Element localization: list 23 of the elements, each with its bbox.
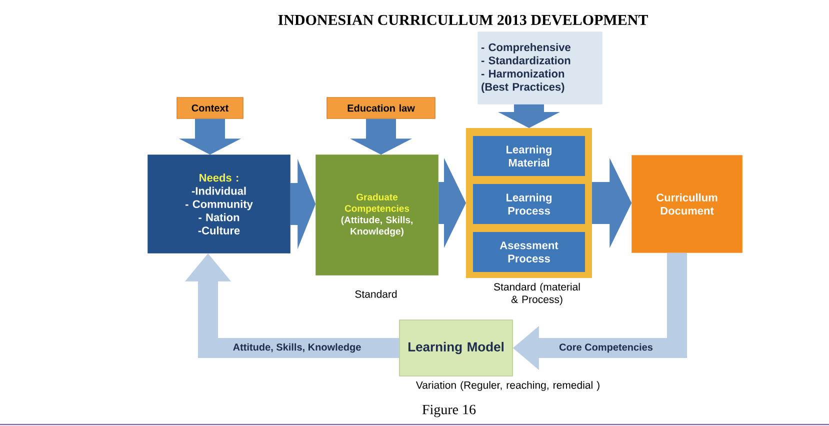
block-arrow [498, 104, 560, 128]
block-arrow [179, 118, 241, 155]
edge-label: Attitude, Skills, Knowledge [232, 342, 362, 354]
block-arrow [438, 158, 466, 248]
figure-caption: Figure 16 [422, 404, 476, 418]
needs-box: Needs : -Individual - Community - Nation -Culture [148, 154, 290, 254]
block-arrow [350, 118, 412, 155]
practices-box: - Comprehensive - Standardization - Harmonization (Best Practices) [478, 32, 602, 104]
caption-text: Standard (material & Process) [494, 282, 580, 306]
edge-label: Core Competencies [558, 342, 654, 354]
caption-text: Variation (Reguler, reaching, remedial ) [416, 381, 600, 391]
assessment-box: Asessment Process [471, 230, 587, 274]
material-box: Learning Material [471, 134, 587, 178]
document-box: Curricullum Document [632, 155, 742, 253]
law-box: Education law [326, 97, 436, 119]
caption-text: Standard [355, 290, 397, 298]
block-arrow [290, 159, 316, 249]
title: INDONESIAN CURRICULLUM 2013 DEVELOPMENT [278, 14, 648, 26]
block-arrow [592, 158, 632, 248]
context-box: Context [176, 97, 244, 119]
model-box: Learning Model [399, 320, 513, 376]
competencies-box: Graduate Competencies (Attitude, Skills, Knowledge) [316, 154, 438, 276]
process-box: Learning Process [471, 182, 587, 226]
